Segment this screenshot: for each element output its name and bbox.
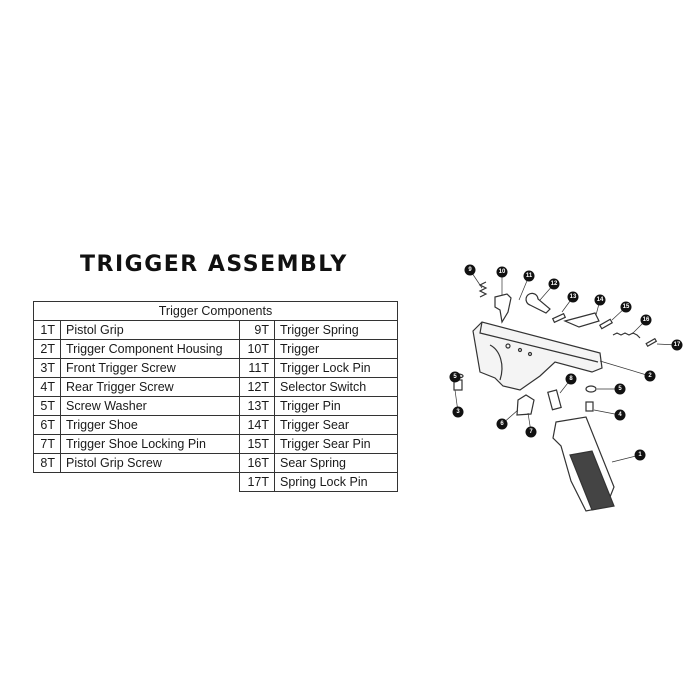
callout-label: 17 [674,342,681,348]
screw-washer-2 [585,385,597,393]
trigger-pin [551,312,567,324]
callout-label: 12 [551,281,558,287]
part-number: 8T [33,453,61,473]
callout-1: 1 [634,449,646,461]
spring-lock-pin [645,337,658,348]
callout-label: 2 [648,373,652,379]
callout-15: 15 [620,301,632,313]
trigger-spring [478,281,488,298]
callout-16: 16 [640,314,652,326]
callout-4: 4 [614,409,626,421]
sear-spring [612,332,641,339]
callout-label: 5 [618,386,622,392]
trigger-shoe [516,394,535,416]
trigger-housing [472,321,603,391]
callout-11: 11 [523,270,535,282]
callout-label: 13 [570,294,577,300]
part-name: Trigger Component Housing [60,339,240,359]
callout-13: 13 [567,291,579,303]
rear-trigger-screw [585,401,594,412]
callout-8: 8 [565,373,577,385]
callout-label: 15 [623,304,630,310]
part-number: 13T [239,396,275,416]
part-name: Trigger Pin [274,396,398,416]
part-number: 7T [33,434,61,454]
callout-label: 14 [597,297,604,303]
part-name: Trigger Spring [274,320,398,340]
callout-3: 3 [452,406,464,418]
callout-7: 7 [525,426,537,438]
part-number: 15T [239,434,275,454]
pistol-grip-screw [547,389,562,411]
trigger-sear [563,312,600,328]
callout-label: 5 [453,374,457,380]
part-number: 17T [239,472,275,492]
callout-10: 10 [496,266,508,278]
callout-label: 9 [468,267,472,273]
callout-label: 7 [529,429,533,435]
trigger-sear-pin [598,318,614,330]
callout-5: 5 [449,371,461,383]
callout-12: 12 [548,278,560,290]
part-number: 11T [239,358,275,378]
callout-14: 14 [594,294,606,306]
empty-cell [33,472,240,492]
callout-label: 10 [499,269,506,275]
callout-label: 8 [569,376,573,382]
part-name: Rear Trigger Screw [60,377,240,397]
selector-switch [525,292,551,314]
callout-17: 17 [671,339,683,351]
callout-2: 2 [644,370,656,382]
trigger [494,293,512,324]
callout-9: 9 [464,264,476,276]
callout-label: 3 [456,409,460,415]
part-name: Selector Switch [274,377,398,397]
callout-label: 1 [638,452,642,458]
page-title: TRIGGER ASSEMBLY [80,252,348,277]
callout-label: 16 [643,317,650,323]
callout-5: 5 [614,383,626,395]
callout-6: 6 [496,418,508,430]
callout-label: 11 [526,273,533,279]
callout-label: 6 [500,421,504,427]
part-name: Spring Lock Pin [274,472,398,492]
part-name: Trigger Shoe Locking Pin [60,434,240,454]
callout-label: 4 [618,412,622,418]
